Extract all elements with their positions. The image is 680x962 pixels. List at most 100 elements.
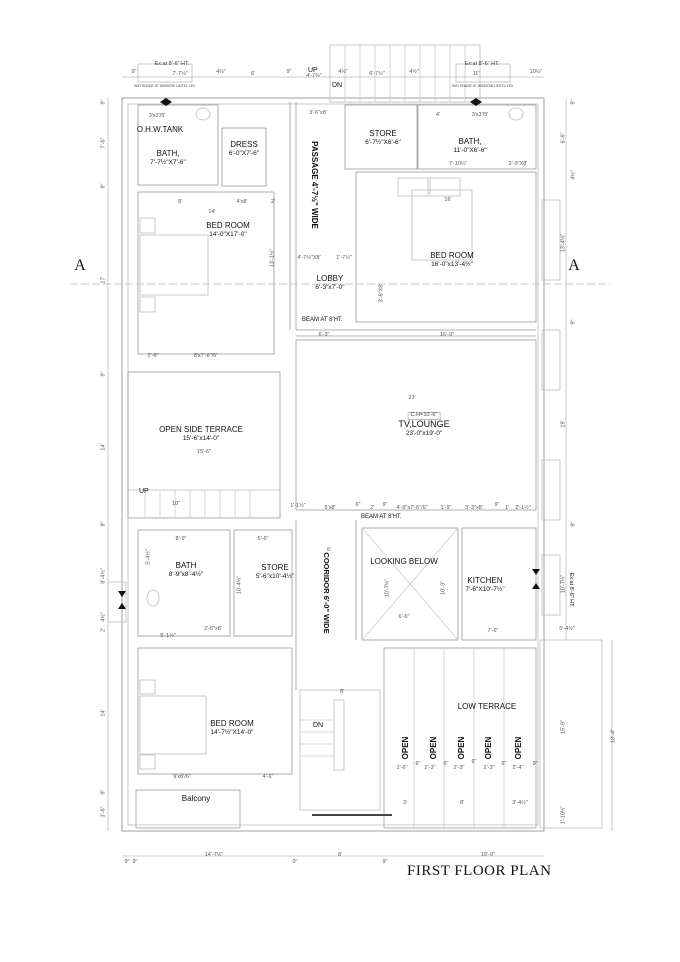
room-size: 6'-0"X7'-6" bbox=[228, 150, 260, 157]
dim-left-6: 9" bbox=[100, 521, 107, 527]
room-name: STORE bbox=[369, 129, 397, 138]
open-label-2: OPEN bbox=[429, 736, 438, 760]
dim-low-row-3: 6" bbox=[443, 761, 449, 767]
room-size: 5'-6"x10'-4½" bbox=[255, 573, 295, 580]
dim-bed-s-win: 9'x8'/6" bbox=[173, 774, 191, 780]
dim-bath-sw-51: 5'-1½" bbox=[160, 633, 176, 639]
dim-terrace-win: 8'x7'-6"/6" bbox=[193, 353, 219, 359]
open-label-3: OPEN bbox=[457, 736, 466, 760]
exhaust-note-east: Ex:at 8'-6" HT. bbox=[567, 572, 574, 608]
section-marker-left: A bbox=[74, 257, 86, 274]
dim-right-10: 18'-4" bbox=[610, 728, 617, 744]
room-size: 7'-6"X10'-7½" bbox=[465, 586, 505, 593]
room-name: LOBBY bbox=[316, 274, 344, 283]
open-label-4: OPEN bbox=[484, 736, 493, 760]
dim-low-row-1: 6" bbox=[415, 761, 421, 767]
dim-passage-door: 3'-6"x8' bbox=[309, 110, 327, 116]
dim-right-1: 6'-6" bbox=[560, 132, 567, 144]
dim-low-row-6: 2'-3" bbox=[483, 765, 495, 771]
dim-lobby-63: 6'-3" bbox=[318, 332, 330, 338]
dim-bath-ne-710: 7'-10½" bbox=[448, 161, 468, 167]
dim-lb-66: 6'-6" bbox=[398, 614, 410, 620]
dim-beam-row-9: 1' bbox=[504, 505, 510, 511]
dim-left-10: 14' bbox=[100, 709, 107, 717]
dim-store-s-56: 5'-6" bbox=[257, 536, 269, 542]
dim-bottom-0: 9" bbox=[124, 859, 130, 865]
dim-beam-row-6: 1'-9" bbox=[440, 505, 452, 511]
dim-top-9: 11' bbox=[472, 71, 480, 77]
room-size: 23'-0"x19'-0" bbox=[405, 430, 443, 437]
dim-low-bottom-0: 3' bbox=[402, 800, 408, 806]
room-size: 11'-0"X6'-6" bbox=[453, 147, 487, 154]
room-name: O.H.W.TANK bbox=[136, 125, 184, 134]
dim-bed-w-2: 2' bbox=[270, 199, 276, 205]
dim-right-5: 19' bbox=[560, 420, 567, 428]
dim-bed-e-169: 16'-9" bbox=[439, 332, 455, 338]
stair-dn-label-south: DN bbox=[313, 722, 324, 729]
beam-note-north: BEAM AT 8'HT. bbox=[302, 317, 343, 323]
dim-lobby-door2: 3'-6"X8' bbox=[378, 283, 385, 303]
dim-bath-sw-89: 8'-9" bbox=[175, 536, 187, 542]
dim-beam-row-7: 3'-3"x8' bbox=[465, 505, 483, 511]
dim-left-2: 9" bbox=[100, 183, 107, 189]
room-name: BED ROOM bbox=[210, 719, 254, 728]
room-name: BATH, bbox=[458, 137, 482, 146]
room-low-terrace: LOW TERRACE bbox=[458, 703, 517, 711]
dim-top-2: 4½" bbox=[216, 69, 226, 75]
room-name: BATH bbox=[175, 561, 197, 570]
dim-terrace-156: 15'-6" bbox=[196, 449, 212, 455]
dim-left-9: 2' bbox=[100, 627, 107, 633]
exhaust-note-left: Ex:at 8'-6" HT. bbox=[154, 61, 190, 67]
dim-stair-8: 8' bbox=[339, 689, 345, 695]
dim-lounge-23: 23' bbox=[408, 395, 416, 401]
dim-top-0: 9" bbox=[131, 69, 137, 75]
dim-left-7: 8'-4½" bbox=[100, 568, 107, 584]
dim-top-3: 6' bbox=[250, 71, 256, 77]
dim-right-0: 9" bbox=[570, 99, 577, 105]
dim-bottom-2: 14'-7½" bbox=[204, 852, 224, 858]
room-name: OPEN SIDE TERRACE bbox=[159, 425, 243, 434]
dim-terrace-26: 2'-6" bbox=[147, 353, 159, 359]
dim-beam-row-10: 2'-1½" bbox=[515, 505, 531, 511]
room-size: 8'-9"x8'-4½" bbox=[168, 571, 204, 578]
dim-beam-row-5: 4'-9"x7'-6"/6" bbox=[396, 505, 428, 511]
room-name: BED ROOM bbox=[430, 251, 474, 260]
dim-low-row-9: 9" bbox=[532, 761, 538, 767]
room-name: LOOKING BELOW bbox=[370, 557, 438, 566]
dim-right-3: 13'-4½" bbox=[560, 233, 567, 253]
window-note-nw: W/D SHADE AT WINDOW LINTEL LEV. bbox=[133, 84, 197, 88]
dim-bottom-6: 19'-9" bbox=[480, 852, 496, 858]
dim-beam-row-0: 1'-1½" bbox=[290, 503, 306, 509]
section-marker-right: A bbox=[568, 257, 580, 274]
dim-right-8: 5'-4½" bbox=[559, 626, 575, 632]
dim-lobby-door: 4'-7½"X8' bbox=[297, 255, 321, 261]
dim-left-4: 9" bbox=[100, 371, 107, 377]
stair-up-label-terrace: UP bbox=[139, 488, 149, 495]
room-name: BED ROOM bbox=[206, 221, 250, 230]
room-size: 6'-7½"X6'-6" bbox=[365, 139, 401, 146]
dim-top-5: 4'-7½" bbox=[306, 73, 322, 79]
dim-beam-row-1: 5'x8' bbox=[324, 505, 336, 511]
room-looking-below: LOOKING BELOW bbox=[370, 558, 438, 566]
dim-top-1: 7'-7½" bbox=[172, 71, 188, 77]
room-passage: PASSAGE 4'-7½" WIDE bbox=[310, 141, 319, 229]
dim-top-4: 9" bbox=[286, 69, 292, 75]
dim-top-8: 4½" bbox=[409, 69, 419, 75]
dim-beam-row-3: 2' bbox=[369, 505, 375, 511]
room-ohw-tank: O.H.W.TANK bbox=[137, 126, 184, 134]
dim-beam-row-2: 6" bbox=[355, 502, 361, 508]
stair-dn-label-top: DN bbox=[332, 82, 343, 89]
dim-right-4: 9" bbox=[570, 319, 577, 325]
dim-bath-ne-door: 2'-9"X8' bbox=[508, 161, 528, 167]
dim-lobby-17: 1'-7½" bbox=[336, 255, 352, 261]
drawing-title: FIRST FLOOR PLAN bbox=[407, 863, 552, 879]
dim-ohw: 3'x3'/5' bbox=[148, 113, 166, 119]
